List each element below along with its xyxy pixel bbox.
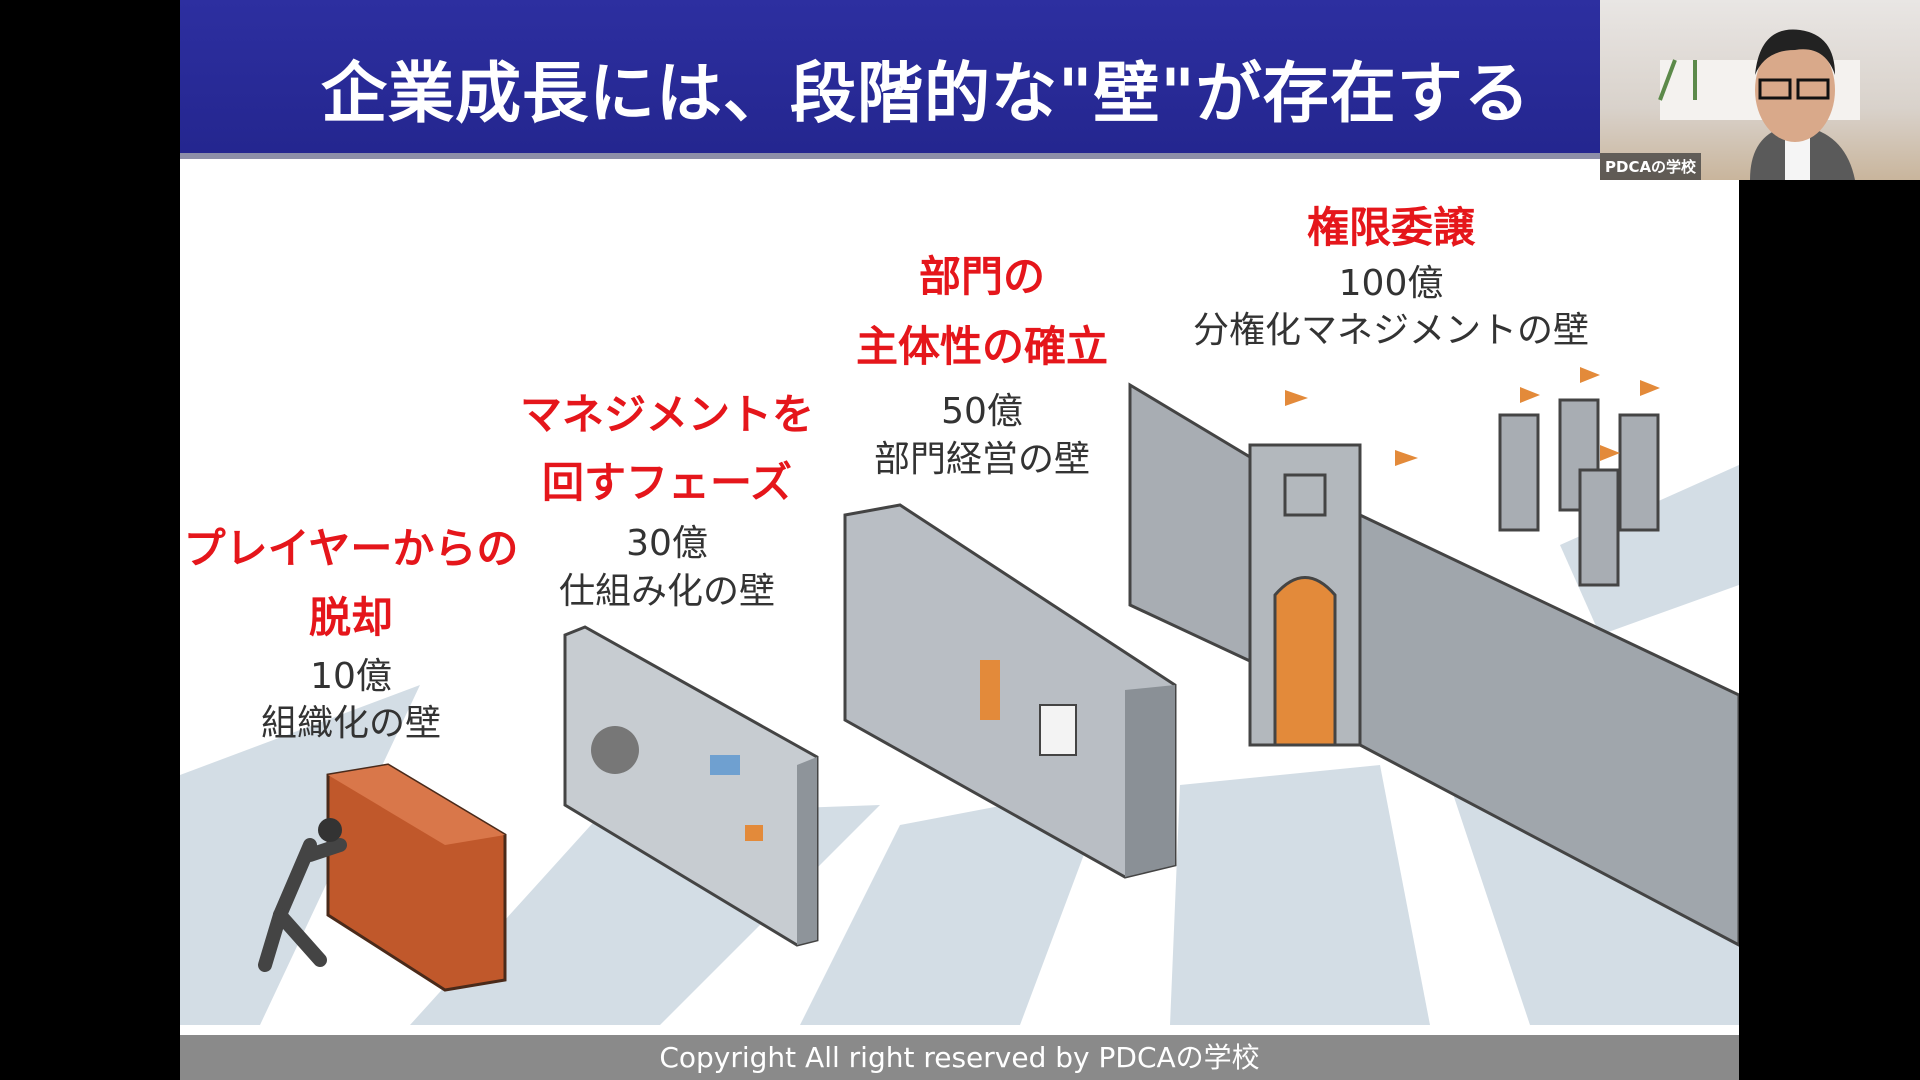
stage2-heading-line1: マネジメントを	[519, 390, 815, 439]
flowchart-icon	[710, 755, 740, 775]
stage3-heading-line2: 主体性の確立	[855, 322, 1109, 371]
gear-icon	[591, 726, 639, 774]
stage4-heading: 権限委譲	[1306, 203, 1476, 252]
stage4-amount: 100億	[1338, 263, 1444, 304]
stage2-amount: 30億	[626, 523, 708, 564]
towers	[1498, 398, 1660, 587]
stage1-heading-line1: プレイヤーからの	[183, 524, 519, 573]
stage4-wall: 分権化マネジメントの壁	[1192, 310, 1590, 351]
brick-wall	[258, 763, 507, 992]
participant-name-label: PDCAの学校	[1600, 153, 1702, 180]
participant-video	[1658, 29, 1860, 180]
checklist-icon	[1039, 704, 1077, 756]
stage3-amount: 50億	[941, 391, 1023, 432]
stage2-wall: 仕組み化の壁	[558, 571, 776, 612]
stage3-heading-line1: 部門の	[918, 252, 1046, 301]
concrete-panel-wall	[563, 625, 819, 947]
plant	[1658, 59, 1697, 101]
copyright-footer: Copyright All right reserved by PDCAの学校	[180, 1035, 1739, 1080]
title-bar: 企業成長には、段階的な"壁"が存在する	[180, 0, 1739, 159]
stone-block-wall	[843, 503, 1177, 879]
presentation-slide: 企業成長には、段階的な"壁"が存在する プレイヤーからの 脱却	[180, 0, 1739, 1080]
stage2-heading-line2: 回すフェーズ	[542, 458, 792, 507]
castle-wall	[1128, 382, 1739, 947]
stage1-amount: 10億	[310, 656, 392, 697]
stage1-heading-line2: 脱却	[308, 593, 394, 642]
stage1-wall: 組織化の壁	[260, 703, 442, 744]
bar-chart-icon	[980, 660, 1000, 720]
stage3-wall: 部門経営の壁	[873, 439, 1091, 480]
webcam-video-tile[interactable]: PDCAの学校	[1600, 0, 1920, 180]
slide-title: 企業成長には、段階的な"壁"が存在する	[321, 55, 1531, 132]
pushing-person	[258, 838, 347, 972]
flags	[1285, 367, 1660, 466]
growth-walls-illustration	[180, 367, 1739, 1025]
